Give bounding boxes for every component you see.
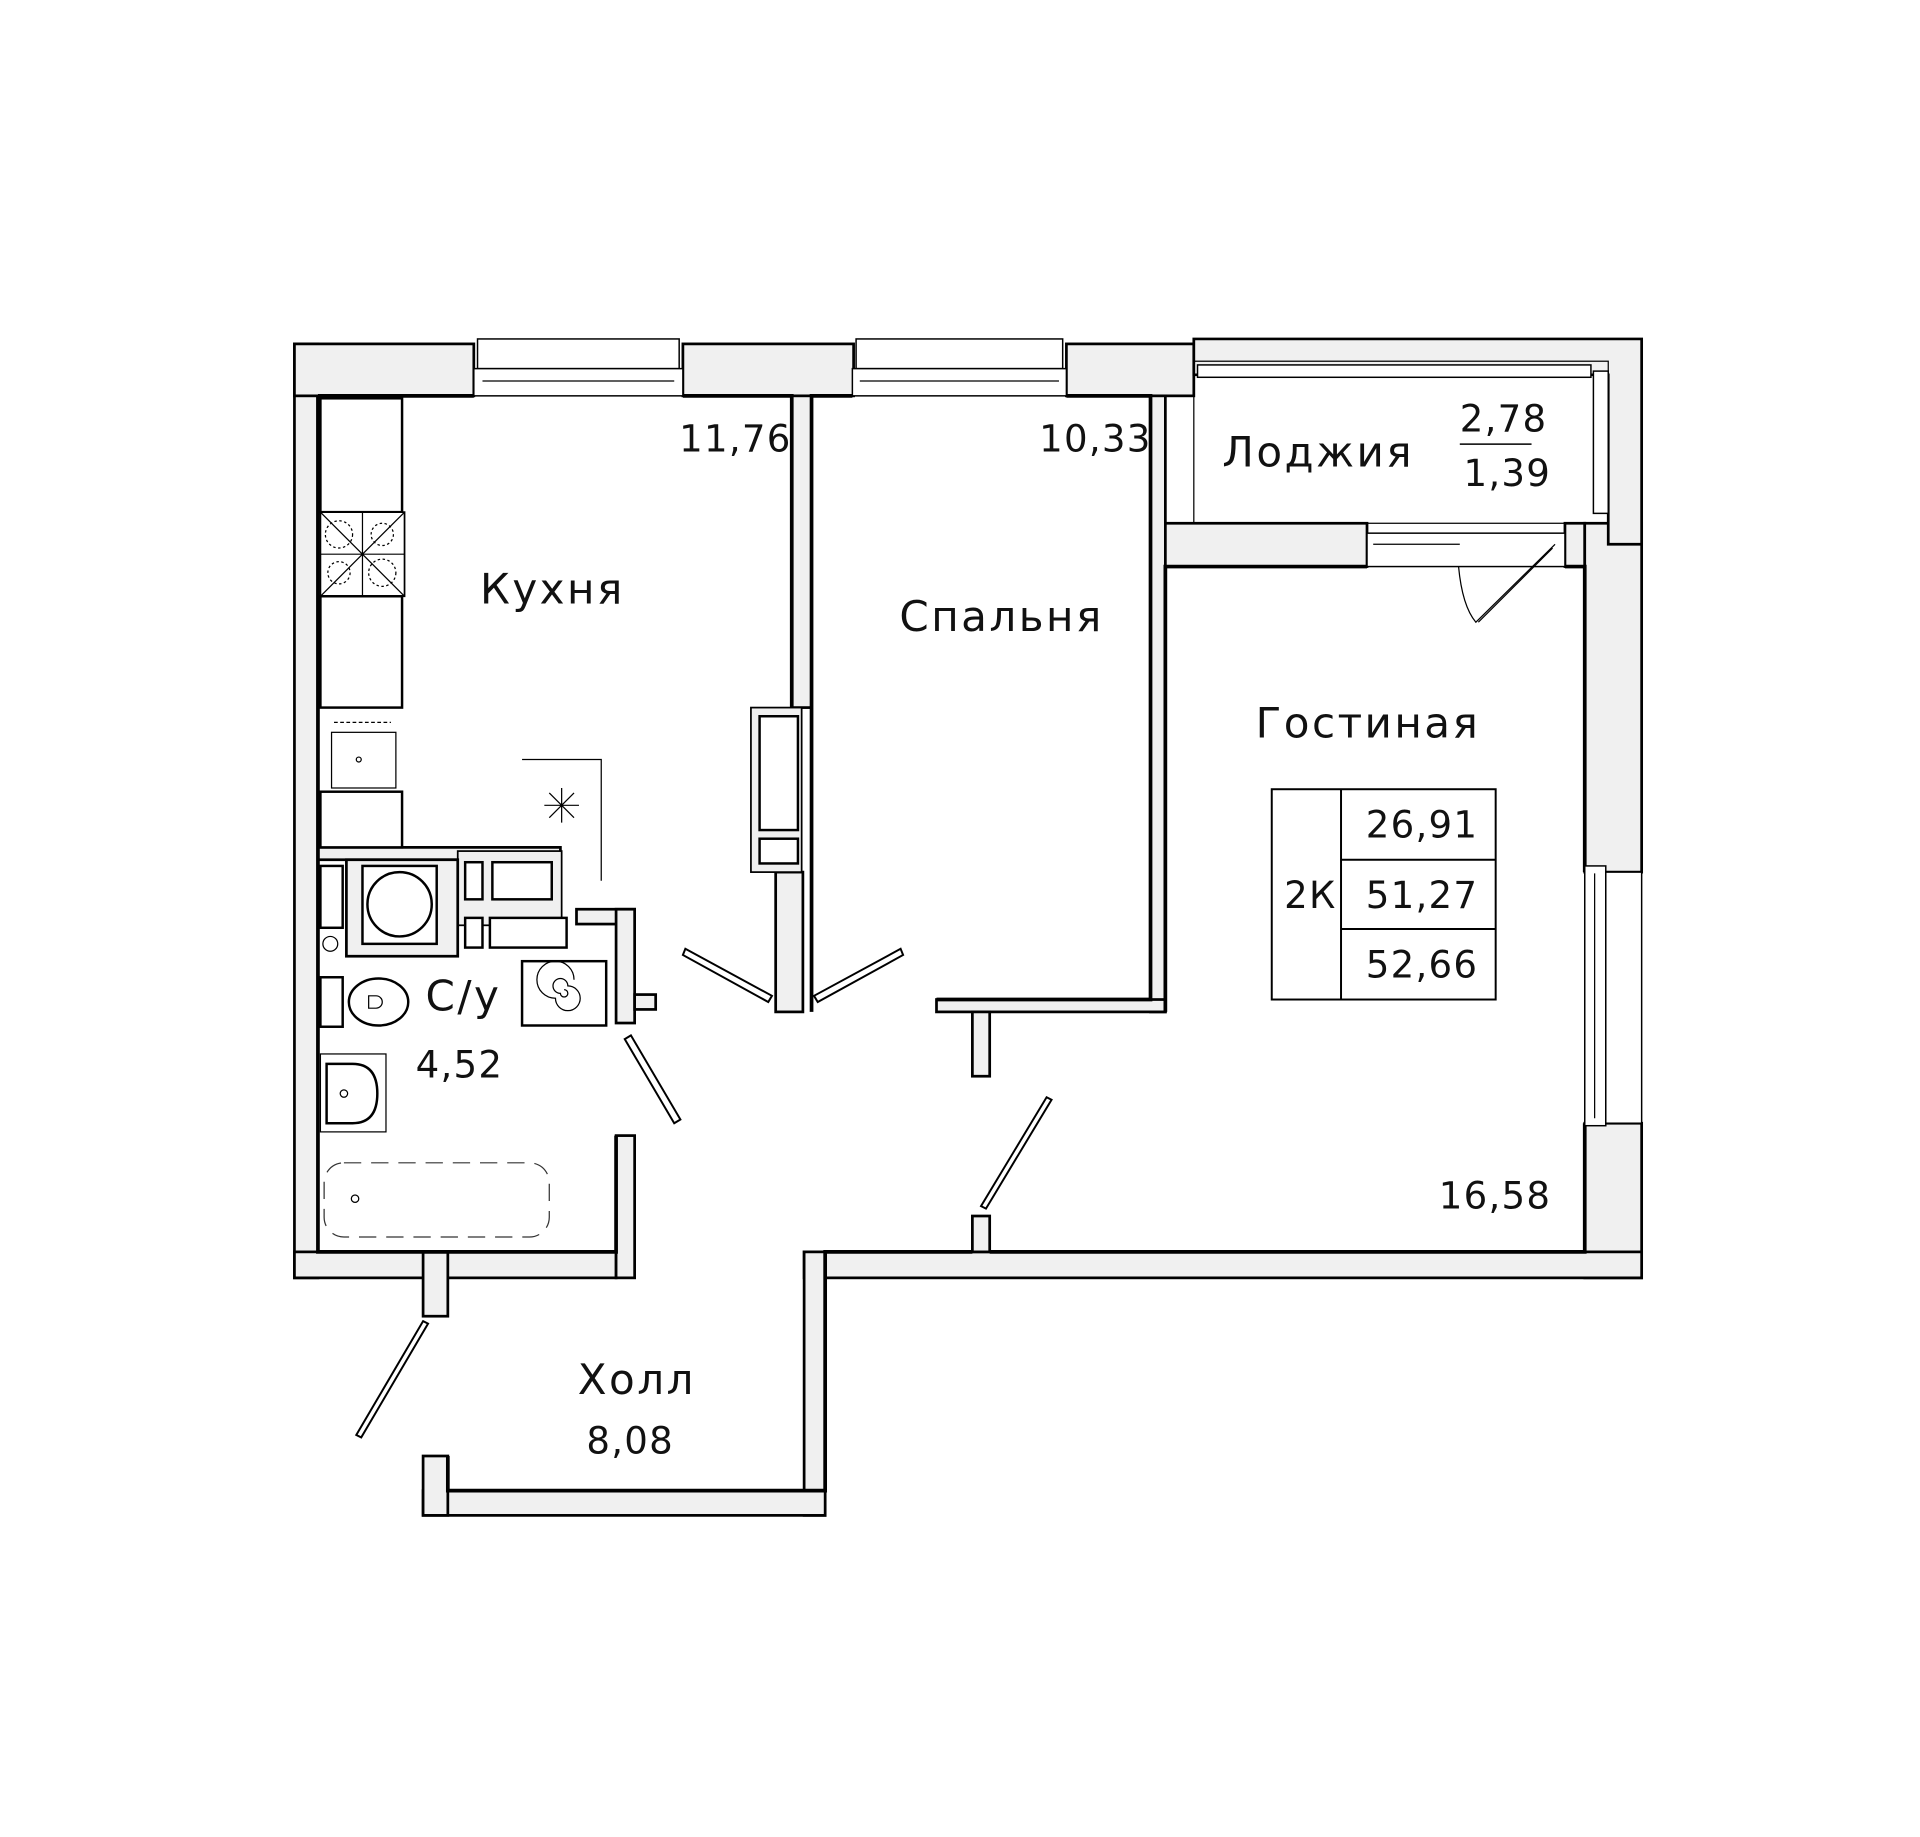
boiler-spiral <box>536 960 581 1012</box>
wall-hall-right <box>802 1250 827 1517</box>
ceiling-box <box>522 758 602 881</box>
outline-bathroom <box>316 395 618 1254</box>
burner-1 <box>324 520 354 549</box>
room-labels: 11,76 Кухня 10,33 Спальня Лоджия 2,78 1,… <box>416 398 1552 1463</box>
apartment-type: 2К <box>1284 874 1336 917</box>
washing-machine-drum <box>366 870 433 938</box>
window-kitchen-sill <box>476 338 680 370</box>
table-frame <box>1270 788 1497 1001</box>
wall-right-upper <box>1583 521 1644 874</box>
loggia-area-reduced: 1,39 <box>1464 452 1552 495</box>
door-entrance-leaf <box>354 1319 430 1439</box>
outline-kitchen-bedroom <box>317 393 1153 1012</box>
door-loggia-swing <box>1457 543 1556 624</box>
bathroom-fixtures <box>319 860 608 1238</box>
wall-kitchen-bedroom-lower <box>774 870 805 1014</box>
wall-stub-living <box>971 1010 992 1078</box>
total-area-with-loggia: 52,66 <box>1366 943 1478 986</box>
area-summary-table: 2К 26,91 51,27 52,66 <box>1270 788 1497 1001</box>
living-area: 16,58 <box>1439 1175 1551 1218</box>
wall-bathroom-nub <box>633 993 658 1011</box>
burner-3 <box>327 560 351 585</box>
door-bathroom-leaf <box>623 1034 682 1125</box>
hall-label: Холл <box>578 1355 696 1404</box>
wardrobe <box>758 715 800 832</box>
window-loggia-top <box>1196 364 1592 379</box>
wall-top-bedroom-right <box>1065 342 1196 398</box>
toilet-bowl <box>347 977 410 1027</box>
sink-drain <box>355 756 362 763</box>
bathroom-area: 4,52 <box>416 1043 504 1086</box>
kitchen-area: 11,76 <box>679 418 791 461</box>
wardrobe-small <box>758 837 800 865</box>
sink <box>330 731 397 789</box>
bathtub-drain <box>350 1194 360 1204</box>
burner-2 <box>370 522 395 547</box>
wall-kitchen-bedroom <box>790 394 813 709</box>
window-bedroom-frame <box>851 367 1068 397</box>
bedroom-area: 10,33 <box>1039 418 1151 461</box>
washbasin-drain <box>339 1089 349 1098</box>
door-living-leaf <box>979 1095 1053 1210</box>
toilet-seat-mark <box>368 995 383 1009</box>
wall-top-kitchen-left <box>293 342 476 398</box>
window-kitchen-frame <box>473 367 684 397</box>
living-area-total: 26,91 <box>1366 803 1478 846</box>
shelf-4 <box>488 916 568 949</box>
bathtub <box>323 1162 550 1238</box>
toilet-tank <box>319 976 344 1028</box>
wall-stub-living-bottom <box>971 1214 992 1254</box>
door-bedroom-leaf <box>812 947 905 1004</box>
stove-grid <box>319 511 405 597</box>
wall-bathroom-bottom <box>293 1250 618 1280</box>
window-bedroom-sill <box>855 338 1064 370</box>
windows <box>473 338 1643 1127</box>
wall-hall-bottom <box>421 1489 827 1517</box>
counter-bottom <box>319 790 404 849</box>
room-outlines <box>316 393 1587 1493</box>
wall-bathroom-right-lower <box>614 1134 636 1280</box>
outline-living-hall <box>445 564 1587 1493</box>
total-area: 51,27 <box>1366 874 1478 917</box>
washbasin-cabinet <box>319 1053 387 1133</box>
wall-hall-left-stub <box>421 1454 450 1517</box>
counter-middle <box>319 595 404 709</box>
meter-icon <box>322 935 339 952</box>
window-loggia-door-frame <box>1366 532 1566 568</box>
wall-left-outer <box>293 342 320 1280</box>
utility-cabinet <box>319 864 344 930</box>
shelf-3 <box>463 916 484 949</box>
burner-4 <box>368 558 397 587</box>
bathroom-label: С/у <box>426 972 502 1021</box>
loggia-label: Лоджия <box>1222 427 1414 476</box>
doors <box>354 543 1556 1439</box>
kitchen-fixtures <box>319 397 602 881</box>
lamp-rays <box>544 787 579 823</box>
window-living-frame <box>1584 865 1607 1127</box>
boiler <box>520 959 608 1027</box>
kitchen-label: Кухня <box>480 565 625 614</box>
wall-bathroom-right-upper <box>614 907 636 1025</box>
lamp-icon <box>544 787 579 823</box>
wall-bottom-living <box>802 1250 1644 1280</box>
washbasin <box>325 1062 379 1125</box>
wall-bedroom-right <box>1149 394 1167 1014</box>
window-loggia-right <box>1592 370 1609 515</box>
shelf-1 <box>463 860 484 901</box>
wall-loggia-living-right <box>1563 521 1587 568</box>
wall-bathroom-entry-stub <box>421 1250 450 1318</box>
counter-top <box>319 397 404 514</box>
loggia-area: 2,78 <box>1460 398 1548 441</box>
wall-loggia-living-left <box>1164 521 1369 568</box>
shelf-2 <box>491 860 553 901</box>
door-kitchen-leaf <box>681 947 774 1004</box>
living-label: Гостиная <box>1256 698 1481 747</box>
walls <box>293 337 1644 1517</box>
bedroom-label: Спальня <box>899 592 1103 641</box>
door-loggia-leaf <box>1477 547 1554 623</box>
hall-area: 8,08 <box>586 1420 674 1463</box>
window-living-sill <box>1605 871 1643 1124</box>
wall-top-kitchen-right <box>681 342 855 398</box>
